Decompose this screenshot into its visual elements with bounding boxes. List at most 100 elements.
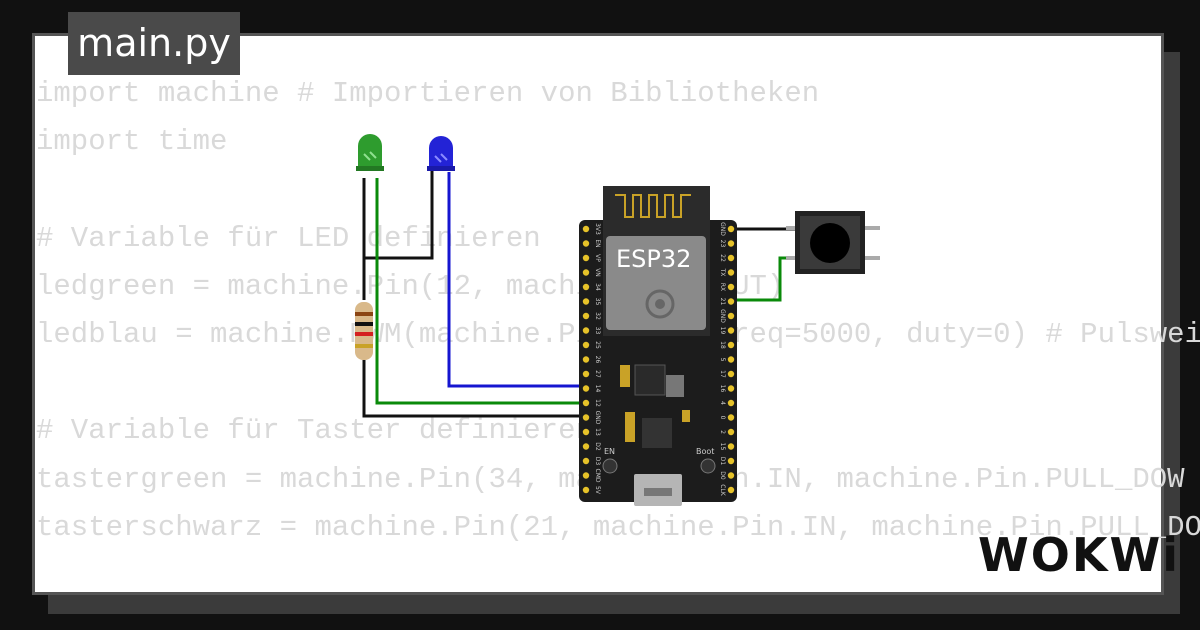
- pushbutton[interactable]: [786, 211, 880, 274]
- led-green[interactable]: [356, 134, 384, 171]
- pin-label-right-9: 5: [719, 358, 726, 362]
- pin-label-left-0: 3V3: [594, 223, 601, 235]
- pin-label-right-16: D1: [719, 457, 726, 466]
- pin-pad-right-3[interactable]: [727, 269, 735, 276]
- pin-pad-right-8[interactable]: [727, 341, 735, 349]
- pin-label-right-12: 4: [719, 401, 726, 405]
- pin-label-left-11: 14: [594, 385, 601, 393]
- pin-pad-right-15[interactable]: [727, 443, 735, 450]
- boot-label: Boot: [696, 447, 714, 456]
- pin-pad-right-7[interactable]: [727, 327, 735, 334]
- pin-label-right-1: 23: [719, 240, 726, 248]
- pin-label-left-4: 34: [594, 283, 601, 291]
- pin-pad-right-6[interactable]: [727, 312, 735, 320]
- pin-pad-left-17[interactable]: [582, 472, 590, 479]
- boot-button[interactable]: [700, 458, 716, 474]
- pin-pad-right-18[interactable]: [727, 486, 735, 494]
- pin-pad-right-16[interactable]: [727, 457, 735, 465]
- pin-label-right-15: 15: [719, 443, 726, 451]
- pin-label-left-3: VN: [594, 268, 601, 277]
- pin-pad-left-3[interactable]: [582, 269, 590, 276]
- pin-pad-left-12[interactable]: [582, 399, 590, 407]
- pin-pad-left-7[interactable]: [582, 327, 590, 334]
- code-line[interactable]: import machine # Importieren von Bibliot…: [36, 77, 820, 110]
- pin-pad-left-15[interactable]: [582, 443, 590, 450]
- esp32-board[interactable]: ESP32 3V3ENVPVN343532332526271412GND13D2…: [579, 186, 737, 506]
- pin-pad-right-12[interactable]: [727, 399, 735, 407]
- pin-label-left-9: 26: [594, 356, 601, 364]
- pin-pad-right-11[interactable]: [727, 385, 735, 392]
- pin-pad-left-13[interactable]: [582, 414, 590, 421]
- en-button[interactable]: [602, 458, 618, 474]
- pin-label-right-7: 19: [719, 327, 726, 335]
- pin-label-left-8: 25: [594, 341, 601, 349]
- wire-green-led[interactable]: [375, 178, 586, 405]
- code-line[interactable]: ledblau = machine.PWM(machine.Pin(14), f…: [36, 317, 1200, 351]
- pin-pad-left-10[interactable]: [582, 370, 590, 378]
- code-line[interactable]: # Variable für LED definieren: [36, 221, 541, 255]
- pin-label-left-13: GND: [594, 411, 601, 425]
- pin-pad-right-5[interactable]: [727, 298, 735, 305]
- pin-label-left-10: 27: [594, 370, 601, 378]
- pin-pad-left-11[interactable]: [582, 385, 590, 392]
- pin-pad-left-9[interactable]: [582, 356, 590, 363]
- pin-label-right-13: 0: [719, 416, 726, 420]
- pin-label-right-14: 2: [719, 430, 726, 434]
- pin-label-right-0: GND: [719, 222, 726, 236]
- pin-label-left-6: 32: [594, 312, 601, 320]
- pin-pad-right-4[interactable]: [727, 283, 735, 291]
- pin-pad-left-14[interactable]: [582, 428, 590, 436]
- wire-black-led-blue[interactable]: [364, 170, 434, 260]
- pin-pad-right-10[interactable]: [727, 370, 735, 378]
- pin-pad-left-18[interactable]: [582, 486, 590, 494]
- pins-left: 3V3ENVPVN343532332526271412GND13D2D3CMD5…: [582, 223, 601, 495]
- pin-label-right-11: 16: [719, 385, 726, 393]
- pin-label-left-17: CMD: [594, 469, 601, 483]
- wokwi-logo: WOKWi: [978, 528, 1180, 582]
- pin-pad-right-0[interactable]: [727, 225, 735, 233]
- code-line[interactable]: # Variable für Taster definieren: [36, 414, 593, 448]
- wire-green-button[interactable]: [732, 256, 800, 302]
- pin-pad-left-4[interactable]: [582, 283, 590, 291]
- pin-pad-right-17[interactable]: [727, 472, 735, 479]
- pin-label-left-18: 5V: [594, 486, 601, 495]
- wire-black-resistor[interactable]: [362, 360, 586, 418]
- pin-pad-right-13[interactable]: [727, 414, 735, 421]
- pin-label-right-10: 17: [719, 370, 726, 378]
- pin-label-right-2: 22: [719, 254, 726, 262]
- pin-pad-left-16[interactable]: [582, 457, 590, 465]
- wire-blue-led[interactable]: [447, 172, 586, 388]
- pin-label-right-17: D0: [719, 471, 726, 480]
- code-line[interactable]: ledgreen = machine.Pin(12, machine.Pin.O…: [36, 269, 785, 303]
- code-editor[interactable]: import machine # Importieren von Bibliot…: [36, 70, 1200, 552]
- pin-pad-left-2[interactable]: [582, 254, 590, 262]
- board-label: ESP32: [616, 245, 691, 273]
- pin-label-right-18: CLK: [719, 484, 726, 497]
- pin-pad-left-0[interactable]: [582, 225, 590, 233]
- pin-pad-left-1[interactable]: [582, 240, 590, 247]
- code-line[interactable]: import time: [36, 125, 228, 159]
- led-blue[interactable]: [427, 136, 455, 171]
- pin-label-right-4: RX: [719, 283, 726, 291]
- pin-pad-left-6[interactable]: [582, 312, 590, 320]
- pin-label-left-1: EN: [594, 239, 601, 247]
- pin-label-left-14: 13: [594, 428, 601, 436]
- pin-pad-right-1[interactable]: [727, 240, 735, 247]
- pin-pad-right-2[interactable]: [727, 254, 735, 262]
- pin-label-left-15: D2: [594, 442, 601, 451]
- pin-pad-right-9[interactable]: [727, 356, 735, 363]
- pin-label-right-5: 21: [719, 298, 726, 306]
- pin-pad-left-8[interactable]: [582, 341, 590, 349]
- pin-label-right-3: TX: [719, 268, 726, 277]
- pin-label-left-5: 35: [594, 298, 601, 306]
- pin-pad-right-14[interactable]: [727, 428, 735, 436]
- code-line[interactable]: tasterschwarz = machine.Pin(21, machine.…: [36, 510, 1200, 544]
- file-tab[interactable]: main.py: [68, 12, 240, 75]
- pin-label-left-16: D3: [594, 457, 601, 466]
- pin-pad-left-5[interactable]: [582, 298, 590, 305]
- pin-label-right-8: 18: [719, 341, 726, 349]
- resistor[interactable]: [355, 302, 373, 360]
- pin-label-left-7: 33: [594, 327, 601, 335]
